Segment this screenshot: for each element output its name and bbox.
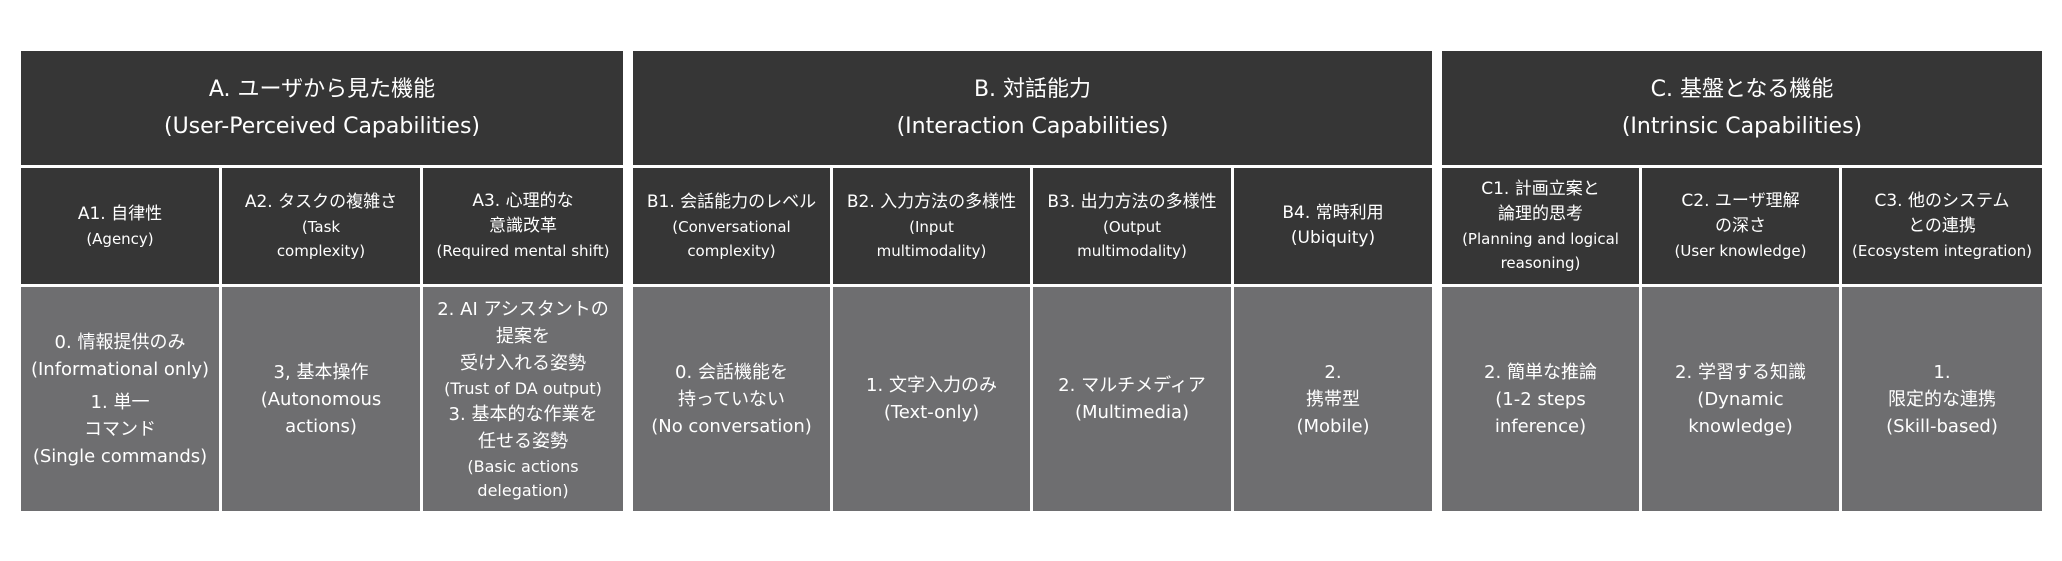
column-label: C3. 他のシステム — [1874, 191, 2010, 211]
value-line: 0. 情報提供のみ — [54, 331, 186, 353]
column-header-a3: A3. 心理的な 意識改革 (Required mental shift) — [423, 168, 623, 284]
column-sublabel: (Ecosystem integration) — [1852, 242, 2032, 260]
column-sublabel: complexity) — [687, 241, 776, 260]
value-line: 持っていない — [677, 388, 786, 410]
value-line: (Informational only) — [30, 358, 210, 380]
value-cell-b2: 1. 文字入力のみ (Text-only) — [833, 287, 1030, 511]
column-label: B2. 入力方法の多様性 — [846, 191, 1017, 212]
group-header-c: C. 基盤となる機能 (Intrinsic Capabilities) — [1442, 51, 2042, 165]
column-sublabel: (Planning and logical — [1462, 230, 1619, 248]
column-label: A1. 自律性 — [77, 203, 163, 224]
group-title: B. 対話能力 — [973, 77, 1092, 102]
column-header-c3: C3. 他のシステム との連携 (Ecosystem integration) — [1842, 168, 2042, 284]
value-line: 受け入れる姿勢 — [460, 352, 586, 374]
value-cell-c3: 1. 限定的な連携 (Skill-based) — [1842, 287, 2042, 511]
column-header-a2: A2. タスクの複雑さ (Task complexity) — [222, 168, 420, 284]
column-label: C1. 計画立案と — [1481, 179, 1600, 199]
column-sublabel: (Required mental shift) — [436, 242, 610, 260]
value-cell-b1: 0. 会話機能を 持っていない (No conversation) — [633, 287, 830, 511]
value-cell-c2: 2. 学習する知識 (Dynamic knowledge) — [1642, 287, 1839, 511]
column-label: B1. 会話能力のレベル — [646, 191, 817, 212]
value-line: 3. 基本的な作業を — [448, 403, 598, 425]
value-line: inference) — [1494, 415, 1587, 437]
column-label: 論理的思考 — [1498, 204, 1583, 224]
value-line: 1. 文字入力のみ — [866, 375, 997, 396]
value-line: 2. — [1324, 361, 1342, 383]
column-sublabel: reasoning) — [1500, 254, 1581, 272]
column-header-a1: A1. 自律性 (Agency) — [21, 168, 219, 284]
column-sublabel: (Conversational — [672, 217, 791, 236]
column-label: B3. 出力方法の多様性 — [1047, 191, 1217, 212]
column-header-b1: B1. 会話能力のレベル (Conversational complexity) — [633, 168, 830, 284]
value-line: (No conversation) — [651, 415, 812, 437]
value-line: knowledge) — [1688, 415, 1793, 437]
value-cell-b4: 2. 携帯型 (Mobile) — [1234, 287, 1432, 511]
group-title: C. 基盤となる機能 — [1650, 77, 1834, 102]
group-header-a: A. ユーザから見た機能 (User-Perceived Capabilitie… — [21, 51, 623, 165]
column-header-c2: C2. ユーザ理解 の深さ (User knowledge) — [1642, 168, 1839, 284]
column-sublabel: (Output — [1103, 217, 1161, 236]
column-label: C2. ユーザ理解 — [1681, 191, 1800, 211]
column-label: B4. 常時利用 — [1282, 203, 1384, 223]
group-subtitle: (Interaction Capabilities) — [896, 114, 1169, 139]
column-label: 意識改革 — [489, 216, 557, 236]
group-header-b: B. 対話能力 (Interaction Capabilities) — [633, 51, 1432, 165]
column-label: A2. タスクの複雑さ — [244, 191, 398, 212]
value-line: コマンド — [84, 418, 156, 440]
value-line: (Mobile) — [1296, 415, 1370, 437]
value-line: 2. 学習する知識 — [1675, 361, 1806, 383]
column-header-b4: B4. 常時利用 (Ubiquity) — [1234, 168, 1432, 284]
value-line: 2. マルチメディア — [1058, 375, 1206, 396]
value-line: (Skill-based) — [1886, 415, 1998, 437]
value-line: 提案を — [496, 325, 550, 347]
value-line: (Dynamic — [1697, 388, 1784, 410]
value-line: (Autonomous — [260, 388, 382, 410]
column-sublabel: (Task — [301, 217, 341, 236]
group-subtitle: (Intrinsic Capabilities) — [1621, 114, 1863, 139]
column-sublabel: complexity) — [276, 241, 366, 260]
value-line: (1-2 steps — [1495, 388, 1586, 410]
column-sublabel: (Ubiquity) — [1290, 228, 1376, 248]
column-header-b3: B3. 出力方法の多様性 (Output multimodality) — [1033, 168, 1231, 284]
column-label: A3. 心理的な — [472, 191, 574, 211]
value-cell-a1: 0. 情報提供のみ (Informational only) 1. 単一 コマン… — [21, 287, 219, 511]
value-line: delegation) — [477, 480, 569, 500]
value-line: 2. 簡単な推論 — [1484, 361, 1597, 383]
value-line: 2. AI アシスタントの — [437, 298, 609, 320]
column-label: との連携 — [1908, 216, 1976, 236]
group-subtitle: (User-Perceived Capabilities) — [163, 114, 480, 139]
value-line: actions) — [285, 415, 357, 437]
value-line: (Basic actions — [467, 456, 579, 476]
column-sublabel: (Input — [909, 217, 954, 236]
value-cell-a2: 3, 基本操作 (Autonomous actions) — [222, 287, 420, 511]
column-sublabel: multimodality) — [1077, 241, 1187, 260]
value-line: 0. 会話機能を — [675, 361, 788, 383]
value-line: 1. — [1933, 361, 1951, 383]
column-sublabel: (Agency) — [86, 229, 154, 248]
value-cell-b3: 2. マルチメディア (Multimedia) — [1033, 287, 1231, 511]
value-line: (Text-only) — [883, 402, 980, 423]
value-line: 限定的な連携 — [1888, 388, 1996, 410]
value-cell-c1: 2. 簡単な推論 (1-2 steps inference) — [1442, 287, 1639, 511]
value-line: (Trust of DA output) — [444, 378, 602, 398]
value-line: (Multimedia) — [1074, 402, 1190, 423]
value-line: (Single commands) — [32, 445, 208, 467]
column-sublabel: multimodality) — [876, 241, 987, 260]
column-header-c1: C1. 計画立案と 論理的思考 (Planning and logical re… — [1442, 168, 1639, 284]
value-line: 1. 単一 — [90, 391, 150, 413]
column-header-b2: B2. 入力方法の多様性 (Input multimodality) — [833, 168, 1030, 284]
value-line: 任せる姿勢 — [478, 430, 568, 452]
column-sublabel: (User knowledge) — [1674, 242, 1807, 260]
value-line: 3, 基本操作 — [273, 361, 369, 383]
group-title: A. ユーザから見た機能 — [208, 77, 436, 102]
value-cell-a3: 2. AI アシスタントの 提案を 受け入れる姿勢 (Trust of DA o… — [423, 287, 623, 511]
column-label: の深さ — [1715, 216, 1766, 236]
value-line: 携帯型 — [1306, 388, 1360, 410]
